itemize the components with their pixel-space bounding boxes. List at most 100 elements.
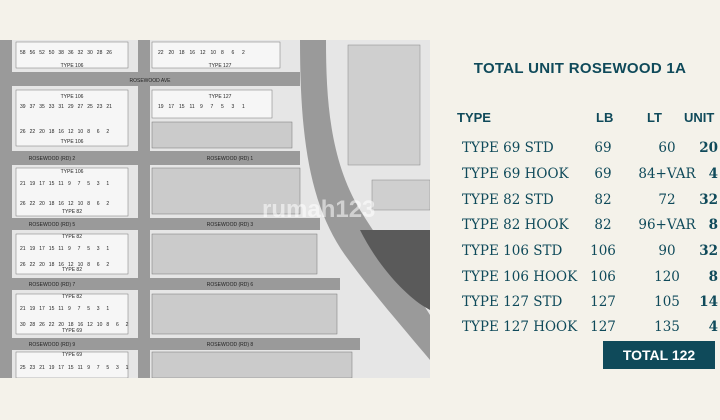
lot-number: 39: [20, 104, 26, 110]
watermark: rumah123: [262, 196, 376, 223]
cell-lb: 127: [590, 294, 616, 310]
lot-number: 21: [20, 306, 26, 312]
header-unit: UNIT: [684, 110, 715, 125]
lot-number: 10: [78, 201, 84, 207]
lot-number: 10: [78, 262, 84, 268]
lot-number: 15: [179, 104, 185, 110]
lot-number: 16: [78, 322, 84, 328]
road-label: ROSEWOOD (RD) 7: [29, 282, 76, 288]
lot-number: 52: [39, 50, 45, 56]
cell-lb: 69: [594, 140, 612, 156]
lot-number: 17: [169, 104, 175, 110]
lot-number: 10: [211, 50, 217, 56]
lot-number: 21: [20, 181, 26, 187]
lot-number: 7: [78, 306, 81, 312]
cell-lt: 90: [658, 243, 676, 259]
lot-number: 9: [68, 181, 71, 187]
lot-number: 8: [87, 201, 90, 207]
lot-number: 12: [200, 50, 206, 56]
cell-unit: 20: [699, 140, 718, 156]
cell-lt: 135: [654, 319, 680, 335]
lot-number: 35: [39, 104, 45, 110]
lot-number: 50: [49, 50, 55, 56]
lot-number: 11: [190, 104, 195, 110]
type-label: TYPE 106: [61, 169, 84, 175]
lot-number: 8: [87, 262, 90, 268]
lot-number: 11: [58, 306, 63, 312]
lot-number: 36: [68, 50, 74, 56]
lot-number: 23: [97, 104, 103, 110]
lot-number: 18: [49, 129, 55, 135]
lot-number: 22: [158, 50, 164, 56]
lot-number: 31: [58, 104, 64, 110]
lot-number: 22: [30, 129, 36, 135]
lot-number: 17: [39, 306, 45, 312]
header-lt: LT: [647, 110, 662, 125]
cell-lt: 120: [654, 269, 680, 285]
lot-number: 6: [232, 50, 235, 56]
cell-unit: 32: [699, 243, 718, 259]
table-row: TYPE 106 STD 106 90 32: [440, 243, 720, 267]
cell-lb: 69: [594, 166, 612, 182]
road-label: ROSEWOOD (RD) 8: [207, 342, 254, 348]
lot-number: 30: [20, 322, 26, 328]
lot-number: 19: [30, 306, 36, 312]
road-label: ROSEWOOD (RD) 5: [29, 222, 76, 228]
lot-number: 8: [106, 322, 109, 328]
cell-lt: 72: [658, 192, 676, 208]
lot-number: 26: [20, 262, 26, 268]
cell-type: TYPE 127 HOOK: [462, 319, 578, 335]
lot-number: 12: [87, 322, 93, 328]
lot-number: 16: [58, 201, 64, 207]
table-row: TYPE 69 HOOK 69 84+VAR 4: [440, 166, 720, 190]
lot-number: 6: [116, 322, 119, 328]
road-label: ROSEWOOD (RD) 6: [207, 282, 254, 288]
type-label: TYPE 82: [62, 234, 82, 240]
lot-number: 7: [78, 181, 81, 187]
lot-number: 1: [106, 306, 109, 312]
lot-number: 21: [106, 104, 112, 110]
lot-number: 12: [68, 262, 74, 268]
header-lb: LB: [596, 110, 614, 125]
lot-number: 19: [30, 181, 36, 187]
lot-number: 37: [30, 104, 36, 110]
cell-type: TYPE 82 STD: [462, 192, 554, 208]
lot-number: 20: [39, 201, 45, 207]
cell-type: TYPE 106 STD: [462, 243, 563, 259]
lot-number: 22: [49, 322, 55, 328]
road-label: ROSEWOOD AVE: [129, 78, 171, 84]
lot-number: 5: [87, 181, 90, 187]
lot-number: 17: [39, 181, 45, 187]
table-row: TYPE 127 HOOK 127 135 4: [440, 319, 720, 343]
type-label: TYPE 69: [62, 352, 82, 358]
lot-number: 18: [179, 50, 185, 56]
lot-number: 18: [68, 322, 74, 328]
lot-number: 15: [49, 181, 55, 187]
lot-number: 8: [221, 50, 224, 56]
cell-lb: 82: [594, 217, 612, 233]
cell-type: TYPE 82 HOOK: [462, 217, 569, 233]
unit-summary-panel: TOTAL UNIT ROSEWOOD 1A TYPE LB LT UNIT T…: [440, 0, 720, 420]
right-blocks: [347, 44, 430, 211]
dark-area: [360, 230, 430, 310]
lot-number: 2: [242, 50, 245, 56]
lot-number: 3: [232, 104, 235, 110]
lot-number: 58: [20, 50, 26, 56]
cell-unit: 8: [708, 217, 718, 233]
lot-number: 19: [49, 365, 55, 371]
cell-lb: 106: [590, 243, 616, 259]
lot-number: 25: [20, 365, 26, 371]
table-row: TYPE 127 STD 127 105 14: [440, 294, 720, 318]
lot-number: 15: [49, 246, 55, 252]
lot-number: 9: [68, 306, 71, 312]
lot-number: 2: [126, 322, 129, 328]
lot-number: 2: [106, 262, 109, 268]
lot-number: 11: [58, 246, 63, 252]
lot-number: 26: [20, 129, 26, 135]
lot-number: 17: [39, 246, 45, 252]
lot-number: 16: [58, 129, 64, 135]
lot-number: 56: [30, 50, 36, 56]
lot-number: 10: [97, 322, 103, 328]
lot-number: 28: [97, 50, 103, 56]
